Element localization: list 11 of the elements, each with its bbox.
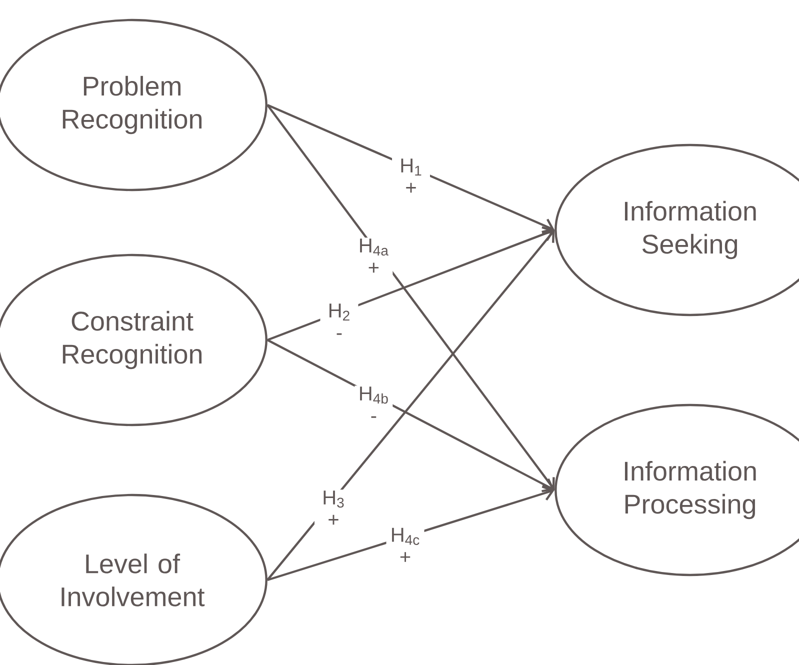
arrow — [266, 230, 555, 581]
edge-label: H$_{2}$ - — [320, 302, 358, 340]
edge-label: H$_{1}$ + — [392, 158, 430, 196]
arrow — [266, 104, 555, 490]
arrow — [267, 104, 555, 234]
edge-label: H$_{4c}$ + — [386, 526, 424, 565]
edge-label: H$_{4a}$ + — [354, 238, 393, 276]
arrow — [266, 339, 555, 492]
arrow — [267, 486, 555, 582]
edge-label: H$_{3}$ + — [314, 490, 352, 528]
edge-label: H$_{4b}$ - — [354, 386, 393, 424]
